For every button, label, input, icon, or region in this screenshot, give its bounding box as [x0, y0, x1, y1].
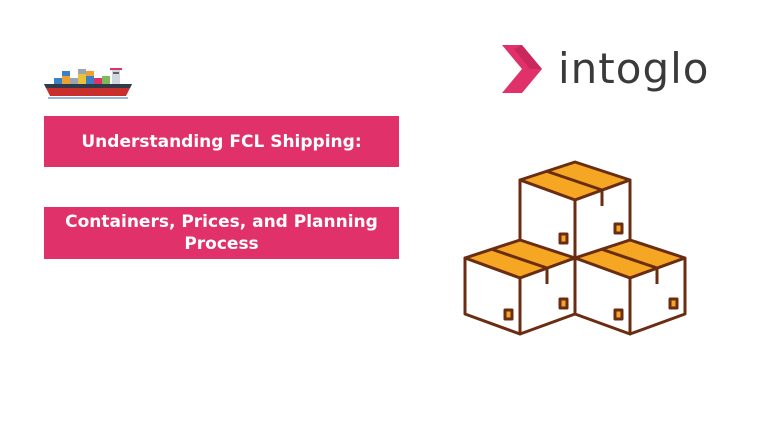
container-ship-icon — [44, 68, 132, 99]
subtitle-banner: Containers, Prices, and Planning Process — [44, 207, 399, 259]
brand-name: intoglo — [558, 44, 710, 93]
title-banner: Understanding FCL Shipping: — [44, 116, 399, 167]
chevron-mark-icon — [502, 45, 542, 93]
brand-logo: intoglo — [500, 42, 709, 96]
page-subtitle: Containers, Prices, and Planning Process — [65, 212, 378, 254]
stacked-boxes-icon — [463, 160, 687, 336]
page-title: Understanding FCL Shipping: — [81, 131, 362, 152]
